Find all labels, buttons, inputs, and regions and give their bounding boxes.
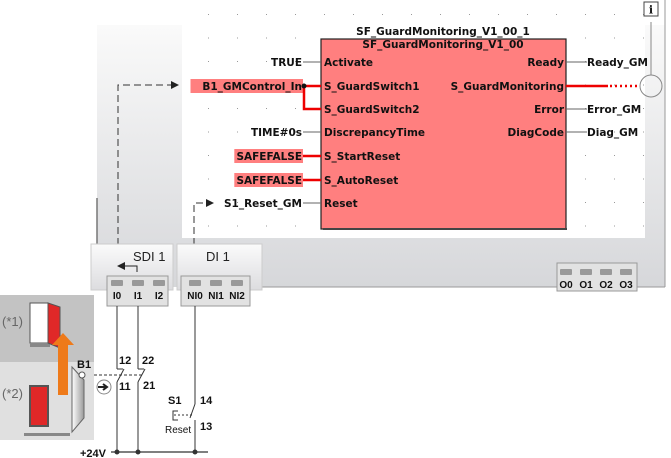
svg-text:Reset: Reset — [165, 425, 191, 436]
input-pin-label: S_GuardSwitch1 — [324, 81, 420, 93]
svg-text:22: 22 — [142, 355, 154, 367]
status-led — [111, 280, 123, 286]
status-led — [132, 280, 144, 286]
input-variable[interactable]: S1_Reset_GM — [224, 198, 302, 210]
fb-input-activate[interactable]: Activate TRUE — [271, 57, 373, 69]
door-open-illustration: (*1) — [0, 295, 94, 362]
svg-text:(*2): (*2) — [2, 386, 23, 401]
door-motion-arrow — [52, 333, 74, 395]
terminal-o2[interactable]: O2 — [599, 269, 613, 291]
status-led — [560, 269, 572, 275]
terminal-o0[interactable]: O0 — [559, 269, 573, 291]
fb-input-s_autoreset[interactable]: S_AutoReset SAFEFALSE — [234, 173, 398, 187]
input-pin-label: S_AutoReset — [324, 175, 398, 187]
status-led — [153, 280, 165, 286]
svg-text:I0: I0 — [113, 291, 122, 302]
status-led — [210, 280, 222, 286]
input-variable[interactable]: B1_GMControl_In — [202, 81, 302, 93]
do-module[interactable]: O0 O1 O2 O3 — [556, 262, 638, 292]
svg-text:O3: O3 — [619, 280, 633, 291]
channel-arrow — [117, 262, 138, 272]
svg-text:13: 13 — [200, 421, 212, 433]
output-pin-label: Ready — [527, 57, 564, 69]
output-pin-label: S_GuardMonitoring — [451, 81, 564, 93]
svg-text:(*1): (*1) — [2, 314, 23, 329]
fb-instance-name: SF_GuardMonitoring_V1_00_1 — [356, 26, 530, 38]
svg-text:12: 12 — [119, 355, 131, 367]
fb-input-discrepancytime[interactable]: DiscrepancyTime TIME#0s — [251, 127, 425, 139]
input-variable[interactable]: TIME#0s — [251, 127, 302, 139]
fb-type-name: SF_GuardMonitoring_V1_00 — [362, 39, 523, 51]
svg-text:NI2: NI2 — [229, 291, 245, 302]
output-pin-label: DiagCode — [508, 127, 564, 139]
svg-text:NI1: NI1 — [208, 291, 224, 302]
svg-text:I1: I1 — [134, 291, 143, 302]
svg-text:DI 1: DI 1 — [206, 249, 230, 264]
status-led — [620, 269, 632, 275]
output-pin-label: Error — [534, 104, 565, 116]
fb-input-s_guardswitch1[interactable]: S_GuardSwitch1 B1_GMControl_In — [190, 79, 420, 93]
svg-text:11: 11 — [119, 381, 131, 393]
input-pin-label: Activate — [324, 57, 373, 69]
svg-text:O2: O2 — [599, 280, 613, 291]
terminal-ni1[interactable]: NI1 — [208, 280, 224, 302]
fb-input-s_startreset[interactable]: S_StartReset SAFEFALSE — [234, 149, 400, 163]
input-variable[interactable]: SAFEFALSE — [236, 175, 302, 187]
svg-text:B1: B1 — [77, 359, 91, 371]
svg-text:S1: S1 — [168, 395, 181, 407]
input-variable[interactable]: SAFEFALSE — [236, 151, 302, 163]
svg-text:SDI 1: SDI 1 — [133, 249, 166, 264]
input-pin-label: S_GuardSwitch2 — [324, 104, 420, 116]
terminal-ni0[interactable]: NI0 — [187, 280, 203, 302]
output-variable[interactable]: Diag_GM — [587, 127, 638, 139]
terminal-i1[interactable]: I1 — [132, 280, 144, 302]
fb-output-ready[interactable]: Ready Ready_GM — [527, 57, 648, 69]
svg-text:O0: O0 — [559, 280, 573, 291]
di-module[interactable]: DI 1 NI0 NI1 NI2 — [176, 243, 263, 307]
svg-text:NI0: NI0 — [187, 291, 203, 302]
fb-output-s_guardmonitoring[interactable]: S_GuardMonitoring — [451, 81, 564, 93]
info-icon[interactable]: i — [643, 1, 659, 17]
sdi-module[interactable]: SDI 1 I0 I1 I2 — [90, 243, 174, 307]
fb-input-reset[interactable]: Reset S1_Reset_GM — [224, 198, 358, 210]
input-pin-label: DiscrepancyTime — [324, 127, 425, 139]
svg-text:I2: I2 — [155, 291, 164, 302]
input-pin-label: S_StartReset — [324, 151, 400, 163]
terminal-ni2[interactable]: NI2 — [229, 280, 245, 302]
svg-text:+24V: +24V — [80, 448, 107, 458]
fb-body[interactable] — [320, 38, 567, 230]
status-led — [580, 269, 592, 275]
output-variable[interactable]: Ready_GM — [587, 57, 648, 69]
guard-sensor-b1: B1 — [71, 359, 91, 434]
status-led — [231, 280, 243, 286]
fb-output-error[interactable]: Error Error_GM — [534, 104, 641, 116]
terminal-o1[interactable]: O1 — [579, 269, 593, 291]
svg-text:O1: O1 — [579, 280, 593, 291]
signal-arrow-b1 — [117, 81, 179, 300]
field-wiring — [84, 306, 208, 455]
fb-output-diagcode[interactable]: DiagCode Diag_GM — [508, 127, 639, 139]
terminal-o3[interactable]: O3 — [619, 269, 633, 291]
status-led — [189, 280, 201, 286]
input-pin-label: Reset — [324, 198, 358, 210]
output-variable[interactable]: Error_GM — [587, 104, 641, 116]
input-variable[interactable]: TRUE — [271, 57, 302, 69]
status-led — [600, 269, 612, 275]
terminal-i2[interactable]: I2 — [153, 280, 165, 302]
svg-text:i: i — [649, 4, 653, 17]
svg-text:14: 14 — [200, 395, 213, 407]
terminal-i0[interactable]: I0 — [111, 280, 123, 302]
function-block[interactable]: SF_GuardMonitoring_V1_00_1 SF_GuardMonit… — [190, 26, 648, 230]
actuation-arrow-icon — [96, 379, 112, 395]
fb-input-s_guardswitch2[interactable]: S_GuardSwitch2 — [324, 104, 420, 116]
svg-text:21: 21 — [143, 380, 155, 392]
